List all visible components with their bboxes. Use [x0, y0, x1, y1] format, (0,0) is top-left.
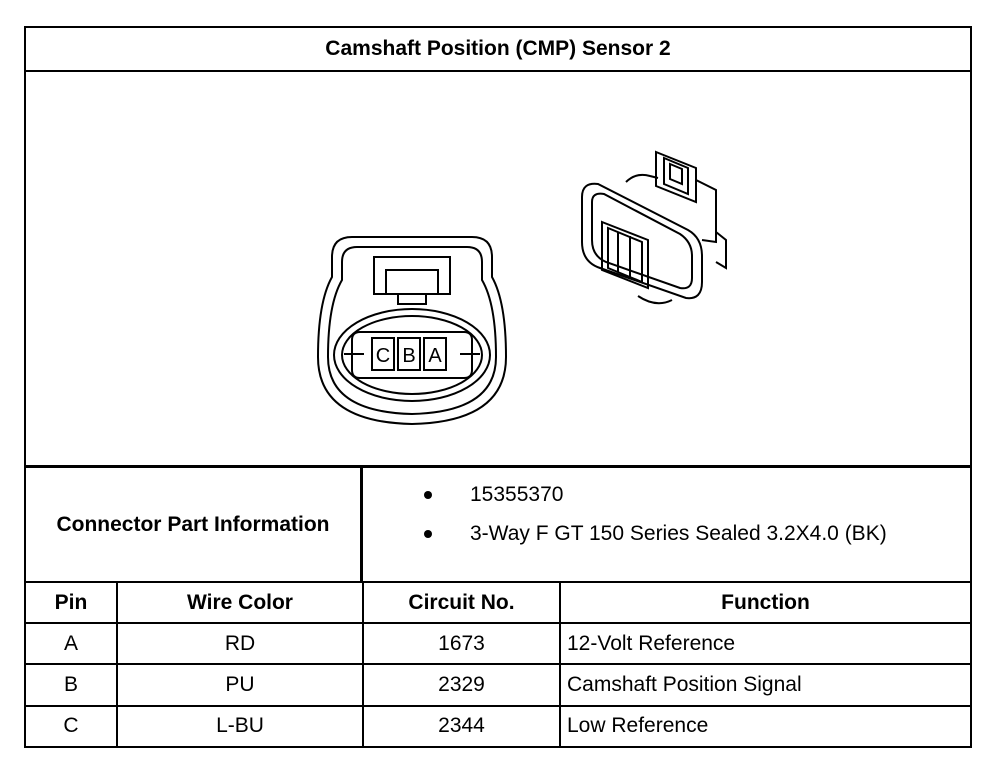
connector-sheet: Camshaft Position (CMP) Sensor 2 C B — [24, 26, 972, 748]
function-cell: Low Reference — [559, 704, 970, 746]
header-circuit: Circuit No. — [362, 583, 561, 625]
cavity-label-a: A — [428, 345, 442, 367]
pin-table: Pin Wire Color Circuit No. Function A RD… — [26, 583, 970, 746]
wire-color-cell: RD — [116, 622, 364, 666]
circuit-cell: 1673 — [362, 622, 561, 666]
header-wire-color: Wire Color — [116, 583, 364, 625]
connector-part-information: Connector Part Information 15355370 3-Wa… — [26, 465, 970, 583]
connector-illustration: C B A — [26, 72, 970, 466]
function-cell: Camshaft Position Signal — [559, 663, 970, 707]
table-row: C L-BU 2344 Low Reference — [26, 704, 970, 746]
part-description: 3-Way F GT 150 Series Sealed 3.2X4.0 (BK… — [470, 522, 887, 545]
wire-color-cell: PU — [116, 663, 364, 707]
pin-cell: C — [26, 704, 118, 746]
circuit-cell: 2329 — [362, 663, 561, 707]
function-cell: 12-Volt Reference — [559, 622, 970, 666]
cavity-labels: C B A — [376, 345, 443, 367]
part-info-list: 15355370 3-Way F GT 150 Series Sealed 3.… — [366, 468, 970, 581]
connector-isometric-view — [581, 150, 727, 305]
bullet-icon — [424, 491, 432, 499]
header-pin: Pin — [26, 583, 118, 625]
bullet-icon — [424, 530, 432, 538]
cavity-label-b: B — [402, 345, 415, 367]
connector-face-view — [316, 236, 508, 426]
part-info-label: Connector Part Information — [26, 468, 363, 581]
connector-drawing: C B A — [316, 150, 727, 426]
part-number: 15355370 — [470, 483, 564, 506]
cavity-label-c: C — [376, 345, 390, 367]
pin-table-header: Pin Wire Color Circuit No. Function — [26, 583, 970, 625]
table-row: B PU 2329 Camshaft Position Signal — [26, 663, 970, 707]
circuit-cell: 2344 — [362, 704, 561, 746]
header-function: Function — [559, 583, 970, 625]
pin-cell: A — [26, 622, 118, 666]
wire-color-cell: L-BU — [116, 704, 364, 746]
page-title: Camshaft Position (CMP) Sensor 2 — [26, 28, 970, 72]
table-row: A RD 1673 12-Volt Reference — [26, 622, 970, 666]
pin-cell: B — [26, 663, 118, 707]
